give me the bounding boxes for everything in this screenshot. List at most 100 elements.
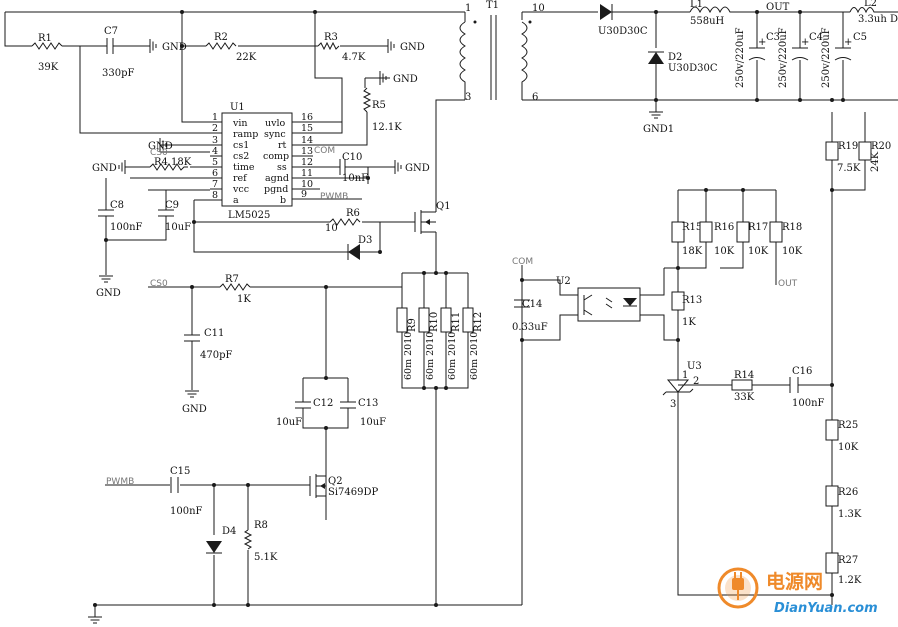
- inductor-l2: L2 3.3uh DE: [849, 0, 898, 25]
- net-label-com-2: COM: [512, 257, 533, 267]
- diode-d3: D3: [347, 235, 372, 260]
- svg-text:R27: R27: [838, 555, 858, 566]
- svg-text:R10: R10: [429, 312, 440, 332]
- svg-text:U3: U3: [687, 361, 702, 372]
- svg-text:rt: rt: [278, 140, 287, 151]
- svg-text:10K: 10K: [714, 246, 735, 257]
- resistor-r15: R15 18K: [671, 221, 703, 257]
- svg-text:12.1K: 12.1K: [372, 122, 402, 133]
- inductor-l1: L1 558uH: [689, 0, 735, 27]
- gnd-symbol-gnd1: GND1: [643, 111, 674, 135]
- svg-text:10K: 10K: [838, 442, 859, 453]
- svg-text:C8: C8: [110, 200, 124, 211]
- svg-text:b: b: [280, 195, 286, 206]
- svg-text:R13: R13: [682, 295, 702, 306]
- svg-text:22K: 22K: [236, 52, 257, 63]
- resistor-r4: R4 18K: [149, 157, 192, 171]
- svg-text:6: 6: [212, 168, 218, 179]
- svg-text:R15: R15: [682, 222, 702, 233]
- svg-text:18K: 18K: [171, 157, 192, 168]
- svg-text:Q2: Q2: [328, 476, 343, 487]
- resistor-r20: R20 24K: [858, 141, 891, 172]
- svg-text:39K: 39K: [38, 62, 59, 73]
- svg-text:10K: 10K: [782, 246, 803, 257]
- svg-text:R6: R6: [346, 208, 360, 219]
- svg-text:GND: GND: [148, 141, 173, 152]
- capacitor-c16: C16 100nF: [789, 366, 825, 409]
- svg-text:1: 1: [465, 3, 471, 14]
- svg-text:R26: R26: [838, 487, 858, 498]
- junction-dots: [93, 10, 845, 607]
- resistor-r9: R9 60m 2010: [396, 307, 418, 380]
- svg-text:+: +: [844, 37, 852, 48]
- net-label-out: OUT: [766, 2, 790, 13]
- svg-text:L1: L1: [690, 0, 703, 10]
- svg-text:C12: C12: [313, 398, 333, 409]
- gnd-symbol-c10: GND: [394, 159, 430, 175]
- gnd-symbol-r5: GND: [379, 70, 418, 86]
- svg-text:U2: U2: [556, 276, 571, 287]
- svg-text:C7: C7: [104, 26, 118, 37]
- diode-d2: D2 U30D30C: [648, 51, 718, 74]
- svg-text:R20: R20: [871, 141, 891, 152]
- svg-text:330pF: 330pF: [102, 68, 134, 79]
- svg-text:R8: R8: [254, 520, 268, 531]
- svg-text:4.7K: 4.7K: [342, 52, 366, 63]
- net-label-pwmb-2: PWMB: [106, 477, 134, 487]
- resistor-r6: R6 10: [325, 208, 361, 234]
- resistor-r26: R26 1.3K: [825, 485, 862, 520]
- svg-text:2: 2: [212, 123, 218, 134]
- svg-text:33K: 33K: [734, 392, 755, 403]
- svg-text:C9: C9: [165, 200, 179, 211]
- svg-text:4: 4: [212, 146, 218, 157]
- svg-text:C10: C10: [342, 152, 362, 163]
- svg-text:6: 6: [532, 92, 538, 103]
- svg-text:15: 15: [301, 123, 313, 134]
- svg-text:1.3K: 1.3K: [838, 509, 862, 520]
- transformer-t1: T1 1 3 10 6: [459, 0, 545, 103]
- net-label-out-2: OUT: [778, 279, 798, 289]
- svg-text:C4: C4: [809, 32, 823, 43]
- svg-text:12: 12: [301, 157, 313, 168]
- gnd-symbol-c8: GND: [96, 275, 121, 299]
- capacitor-c11: C11 470pF: [184, 328, 232, 361]
- svg-text:T1: T1: [486, 0, 499, 11]
- mosfet-q1: Q1: [414, 201, 451, 234]
- svg-text:1K: 1K: [682, 317, 696, 328]
- net-label-pwmb: PWMB: [320, 192, 348, 202]
- svg-text:GND: GND: [162, 42, 187, 53]
- svg-text:8: 8: [212, 190, 218, 201]
- wires: [4, 11, 898, 617]
- svg-text:100nF: 100nF: [170, 506, 203, 517]
- capacitor-c13: C13 10uF: [340, 394, 386, 428]
- capacitor-c3: + C3 250v/220uF: [735, 27, 780, 88]
- svg-text:vcc: vcc: [232, 184, 249, 195]
- svg-text:R18: R18: [782, 222, 802, 233]
- svg-text:9: 9: [301, 189, 307, 200]
- svg-text:C13: C13: [358, 398, 378, 409]
- resistor-r14: R14 33K: [731, 370, 755, 403]
- net-label-com: COM: [314, 146, 335, 156]
- svg-text:10: 10: [532, 3, 545, 14]
- svg-text:C16: C16: [792, 366, 812, 377]
- resistor-r19: R19 7.5K: [825, 141, 861, 174]
- svg-text:sync: sync: [264, 129, 286, 140]
- svg-text:D3: D3: [358, 235, 372, 246]
- svg-text:60m 2010: 60m 2010: [403, 332, 414, 380]
- svg-text:60m 2010: 60m 2010: [425, 332, 436, 380]
- resistor-r3: R3 4.7K: [317, 32, 366, 63]
- capacitor-c14: C14 0.33uF: [512, 299, 548, 333]
- svg-text:U30D30C: U30D30C: [668, 63, 718, 74]
- gnd-symbol-c7: GND: [149, 38, 187, 54]
- svg-text:250v/220uF: 250v/220uF: [821, 27, 832, 88]
- gnd-symbol-bottom: [87, 616, 103, 624]
- resistor-r10: R10 60m 2010: [418, 307, 440, 380]
